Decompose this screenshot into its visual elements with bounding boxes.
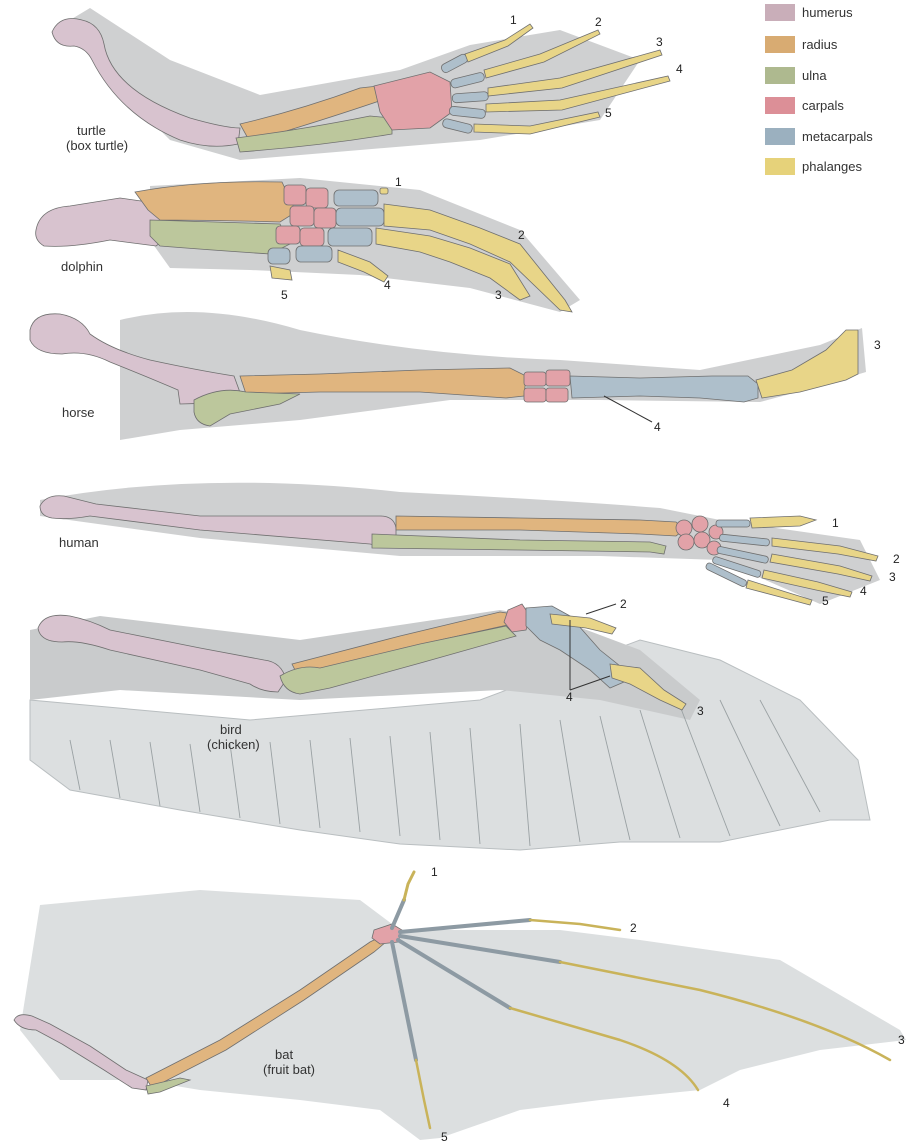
- horse-label: horse: [62, 405, 95, 420]
- bird-digit-4: 4: [566, 690, 573, 704]
- dolphin-radius: [135, 182, 296, 222]
- bird-limb: 2 3 4 bird (chicken): [30, 597, 870, 850]
- human-limb: 1 2 3 4 5 human: [40, 483, 900, 608]
- legend-label-humerus: humerus: [802, 5, 853, 20]
- turtle-sublabel: (box turtle): [66, 138, 128, 153]
- legend-label-ulna: ulna: [802, 68, 827, 83]
- human-label: human: [59, 535, 99, 550]
- turtle-limb: 1 2 3 4 5 turtle (box turtle): [52, 8, 683, 160]
- legend-label-metacarpals: metacarpals: [802, 129, 873, 144]
- turtle-digit-2: 2: [595, 15, 602, 29]
- bat-digit-2: 2: [630, 921, 637, 935]
- dolphin-label: dolphin: [61, 259, 103, 274]
- bird-digit-3: 3: [697, 704, 704, 718]
- legend-label-phalanges: phalanges: [802, 159, 862, 174]
- human-digit-2: 2: [893, 552, 900, 566]
- turtle-digit-1: 1: [510, 13, 517, 27]
- horse-digit-4: 4: [654, 420, 661, 434]
- bat-sublabel: (fruit bat): [263, 1062, 315, 1077]
- human-digit-3: 3: [889, 570, 896, 584]
- horse-limb: 3 4 horse: [30, 312, 881, 440]
- dolphin-digit-5: 5: [281, 288, 288, 302]
- dolphin-digit-3: 3: [495, 288, 502, 302]
- legend-swatch-metacarpals: [765, 128, 795, 145]
- legend-swatch-ulna: [765, 67, 795, 84]
- legend-label-radius: radius: [802, 37, 838, 52]
- legend-swatch-phalanges: [765, 158, 795, 175]
- turtle-digit-3: 3: [656, 35, 663, 49]
- dolphin-digit-1: 1: [395, 175, 402, 189]
- legend: humerus radius ulna carpals metacarpals …: [765, 4, 873, 175]
- human-digit-5: 5: [822, 594, 829, 608]
- legend-swatch-carpals: [765, 97, 795, 114]
- turtle-label: turtle: [77, 123, 106, 138]
- bat-limb: 1 2 3 4 5 bat (fruit bat): [14, 865, 906, 1144]
- turtle-digit-5: 5: [605, 106, 612, 120]
- legend-swatch-radius: [765, 36, 795, 53]
- bat-digit-4: 4: [723, 1096, 730, 1110]
- dolphin-digit-2: 2: [518, 228, 525, 242]
- bird-digit-2: 2: [620, 597, 627, 611]
- human-digit-1: 1: [832, 516, 839, 530]
- bird-sublabel: (chicken): [207, 737, 260, 752]
- dolphin-digit-4: 4: [384, 278, 391, 292]
- legend-label-carpals: carpals: [802, 98, 844, 113]
- dolphin-limb: 1 2 3 4 5 dolphin: [36, 175, 580, 312]
- bird-digit-2-leader: [586, 604, 616, 614]
- bat-digit-3: 3: [898, 1033, 905, 1047]
- horse-digit-3: 3: [874, 338, 881, 352]
- bat-digit-5: 5: [441, 1130, 448, 1144]
- turtle-digit-4: 4: [676, 62, 683, 76]
- bat-label: bat: [275, 1047, 293, 1062]
- bird-label: bird: [220, 722, 242, 737]
- bat-digit-1: 1: [431, 865, 438, 879]
- human-digit-4: 4: [860, 584, 867, 598]
- legend-swatch-humerus: [765, 4, 795, 21]
